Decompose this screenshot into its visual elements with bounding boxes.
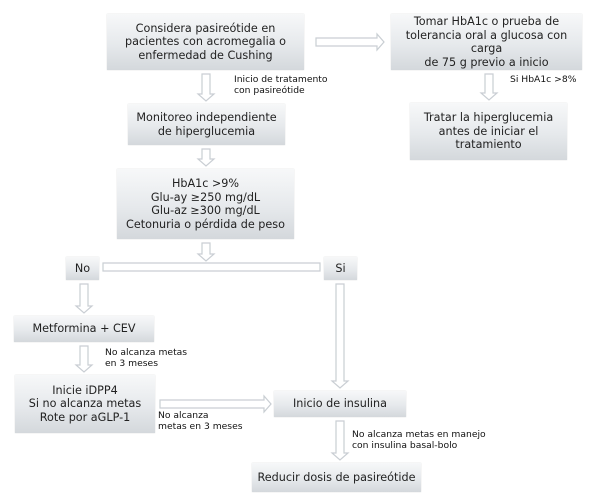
arrow-split-bar: [102, 262, 321, 272]
box-reducir-dosis: Reducir dosis de pasireótide: [252, 463, 421, 492]
box-metformina-cev: Metformina + CEV: [14, 316, 154, 342]
box-criterios-hiperglucemia: HbA1c >9% Glu-ay ≥250 mg/dL Glu-az ≥300 …: [117, 169, 294, 239]
box-si: Si: [324, 257, 357, 280]
box-inicie-idpp4: Inicie iDPP4 Si no alcanza metas Rote po…: [15, 375, 155, 433]
label-inicio-tratamiento: Inicio de tratamento con pasireótide: [234, 74, 328, 96]
arrow-idpp4-to-insulina: [159, 394, 272, 414]
box-inicio-insulina: Inicio de insulina: [274, 391, 406, 417]
label-no-alcanza-metas-insulina: No alcanza metas en manejo con insulina …: [352, 429, 486, 451]
arrow-criterios-to-split: [196, 242, 216, 262]
arrow-no-to-metformina: [74, 283, 94, 314]
label-no-alcanza-metas-1: No alcanza metas en 3 meses: [105, 347, 188, 369]
label-no-alcanza-metas-2: No alcanza metas en 3 meses: [158, 410, 243, 432]
label-si-hba1c: Si HbA1c >8%: [510, 74, 577, 85]
arrow-monitoreo-to-criterios: [196, 148, 216, 167]
box-monitoreo-hiperglucemia: Monitoreo independiente de hiperglucemia: [128, 104, 285, 145]
box-no: No: [66, 257, 99, 280]
box-considera-pasireotide: Considera pasireótide en pacientes con a…: [107, 14, 304, 70]
box-tratar-hiperglucemia: Tratar la hiperglucemia antes de iniciar…: [410, 103, 567, 160]
arrow-tomar-to-tratar: [479, 73, 499, 101]
box-tomar-hba1c: Tomar HbA1c o prueba de tolerancia oral …: [391, 14, 582, 70]
arrow-insulina-to-reducir: [330, 420, 350, 461]
arrow-considera-to-monitoreo: [196, 73, 216, 102]
arrow-considera-to-tomar: [315, 32, 385, 52]
arrow-si-to-insulina: [330, 283, 350, 389]
arrow-metformina-to-idpp4: [74, 345, 94, 373]
